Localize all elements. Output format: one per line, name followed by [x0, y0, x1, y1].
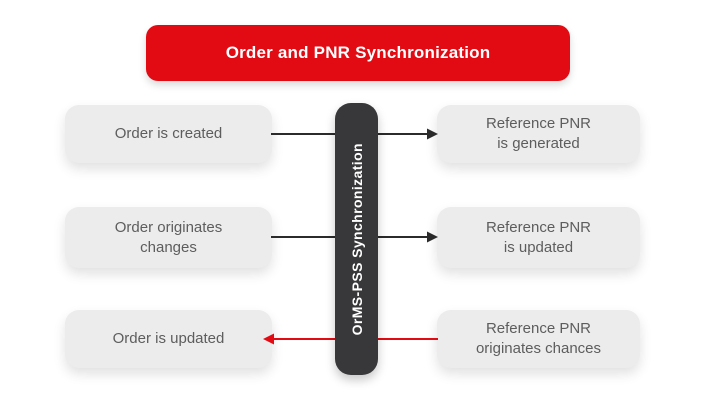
- page-title: Order and PNR Synchronization: [225, 43, 491, 62]
- box-label: Reference PNR: [485, 115, 592, 133]
- box-reference-pnr-is-generated: Reference PNR is generated: [437, 105, 640, 163]
- box-label: Order originates: [114, 218, 223, 236]
- box-reference-pnr-is-updated: Reference PNR is updated: [437, 207, 640, 268]
- box-label: is updated: [503, 238, 574, 256]
- box-label: Reference PNR: [485, 218, 592, 236]
- box-order-is-created: Order is created: [65, 105, 272, 163]
- center-sync-bar: OrMS-PSS Synchronization: [335, 103, 378, 375]
- box-label: originates chances: [475, 340, 602, 357]
- center-sync-bar-label: OrMS-PSS Synchronization: [348, 142, 365, 336]
- box-reference-pnr-originates-chances: Reference PNR originates chances: [437, 310, 640, 368]
- box-label: Order is created: [114, 125, 223, 143]
- box-label: changes: [140, 238, 197, 256]
- box-order-originates-changes: Order originates changes: [65, 207, 272, 268]
- box-label: Order is updated: [112, 330, 225, 348]
- box-order-is-updated: Order is updated: [65, 310, 272, 368]
- title-banner: Order and PNR Synchronization: [146, 25, 570, 81]
- box-label: is generated: [497, 135, 580, 152]
- box-label: Reference PNR: [485, 320, 592, 338]
